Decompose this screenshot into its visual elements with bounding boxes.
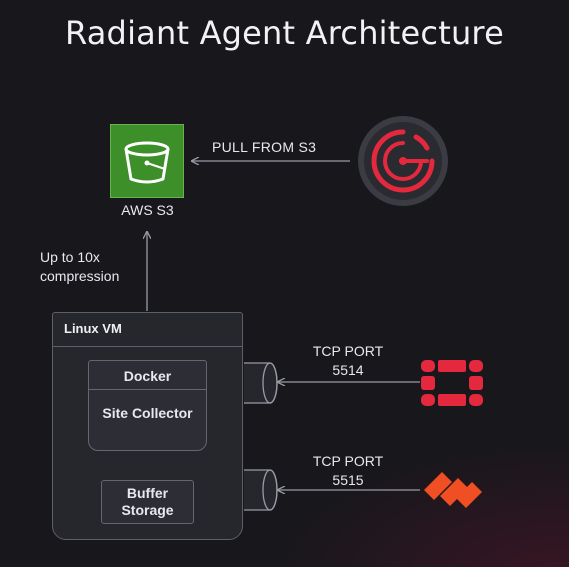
palo-alto-logo-icon (422, 468, 484, 512)
port-5514-label: TCP PORT 5514 (312, 343, 384, 378)
buffer-storage-label: Buffer Storage (121, 485, 174, 518)
diagram-title: Radiant Agent Architecture (65, 14, 504, 52)
pull-edge-label: PULL FROM S3 (212, 139, 317, 155)
site-collector-label: Site Collector (102, 405, 193, 421)
buffer-storage-box (101, 480, 194, 524)
port-5515-connector-icon (240, 468, 278, 512)
port-5514-connector-icon (240, 361, 278, 405)
radiant-logo-icon (357, 115, 449, 207)
s3-bucket-icon (110, 124, 184, 198)
s3-label: AWS S3 (121, 202, 174, 218)
port-5515-label: TCP PORT 5515 (312, 453, 384, 488)
compression-edge-label: Up to 10x compression (40, 249, 120, 284)
linux-vm-title: Linux VM (64, 321, 122, 336)
fortinet-logo-icon (421, 360, 483, 406)
docker-label: Docker (123, 368, 172, 384)
linux-vm-header (52, 312, 243, 347)
docker-container (88, 360, 207, 451)
docker-header (88, 360, 207, 390)
